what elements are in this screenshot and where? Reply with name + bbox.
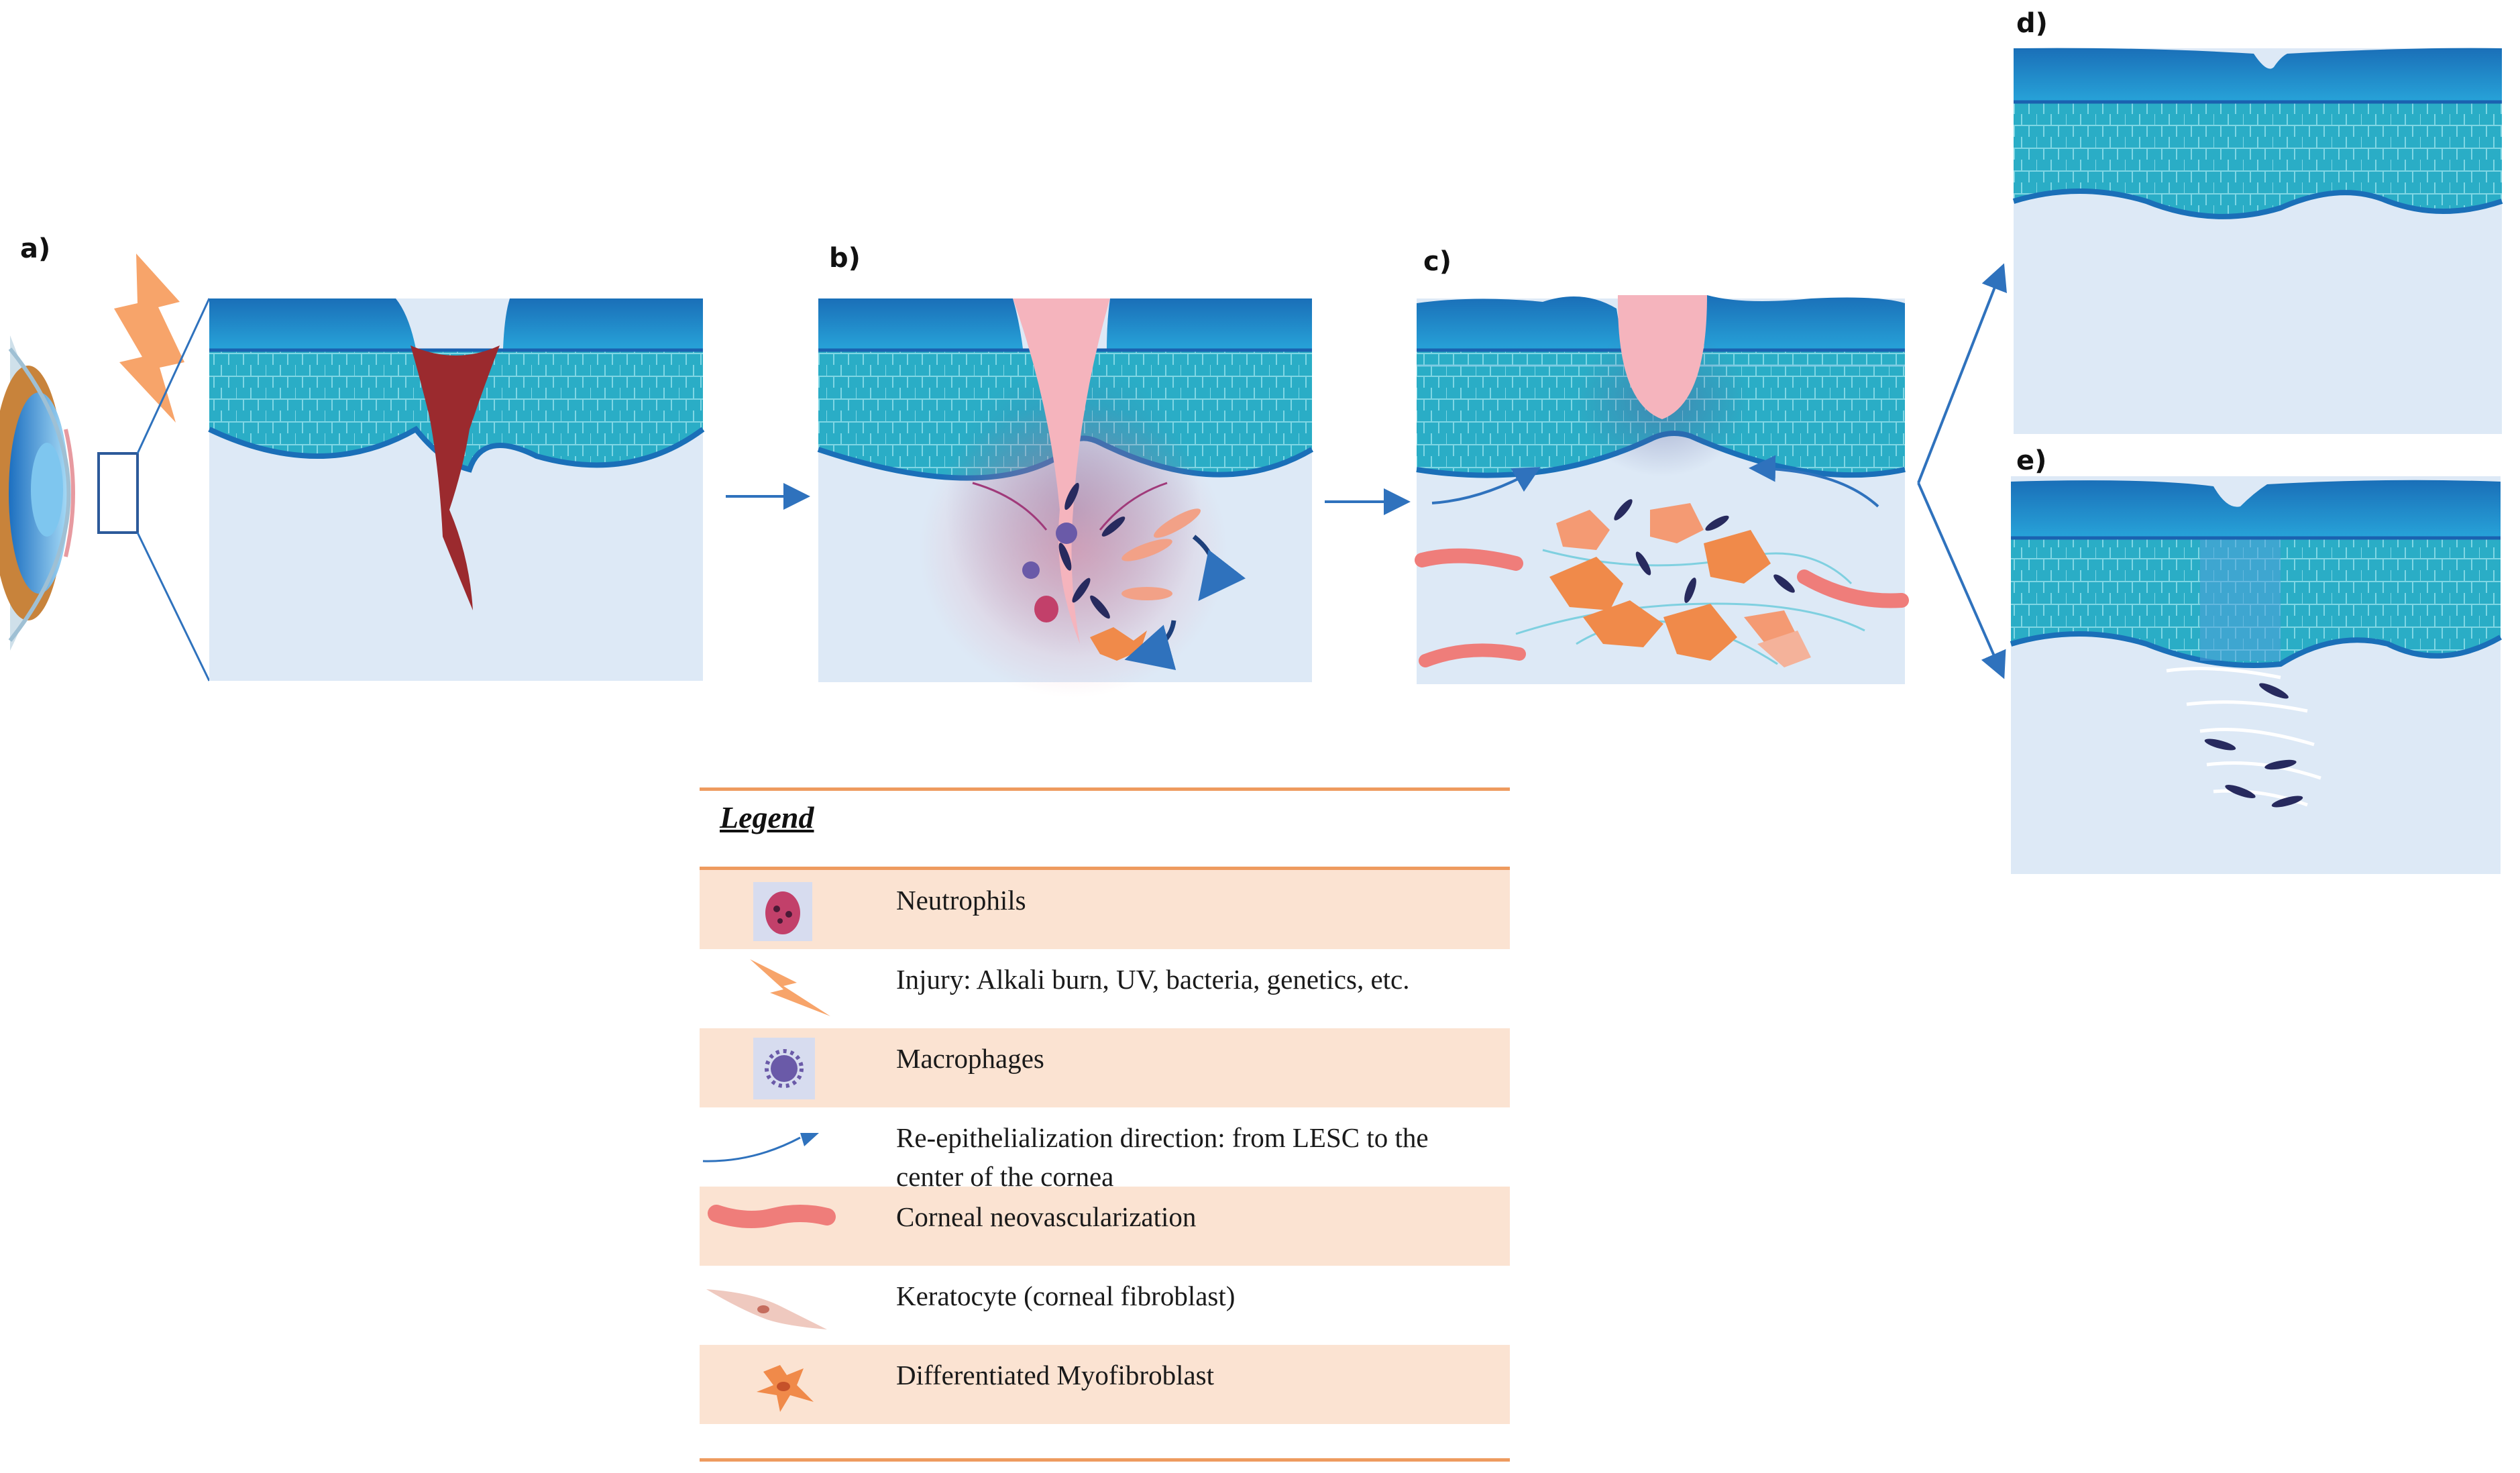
legend-row-reepithelialization: Re-epithelialization direction: from LES… <box>700 1107 1510 1192</box>
legend-row-keratocyte: Keratocyte (corneal fibroblast) <box>700 1266 1510 1345</box>
cornea-section-b <box>817 298 1314 698</box>
legend-top-rule <box>700 787 1510 791</box>
macrophage-icon <box>753 1038 815 1099</box>
reepithelialization-arrow-icon <box>702 1133 819 1162</box>
wound-crack <box>410 345 500 610</box>
panel-label-a: a) <box>20 233 51 264</box>
cornea-section-a <box>208 298 705 681</box>
legend-row-neutrophils: Neutrophils <box>700 870 1510 949</box>
legend: Legend Neutrophils Injury: Alkali burn, … <box>700 787 1510 1465</box>
cornea-section-c <box>1415 295 1909 684</box>
legend-header-rule <box>700 867 1510 870</box>
legend-row-myofibroblast: Differentiated Myofibroblast <box>700 1345 1510 1424</box>
legend-label-reepithelialization: Re-epithelialization direction: from LES… <box>896 1122 1429 1192</box>
legend-label-injury: Injury: Alkali burn, UV, bacteria, genet… <box>896 964 1410 995</box>
cornea-section-d <box>2012 48 2503 434</box>
legend-label-keratocyte: Keratocyte (corneal fibroblast) <box>896 1280 1236 1311</box>
panel-label-e: e) <box>2016 445 2047 476</box>
cornea-section-e <box>2010 476 2502 874</box>
legend-label-macrophages: Macrophages <box>896 1043 1044 1074</box>
keratocyte-icon <box>706 1289 827 1329</box>
legend-bottom-rule <box>700 1458 1510 1462</box>
panel-label-b: b) <box>829 243 861 274</box>
panel-label-c: c) <box>1423 246 1451 277</box>
legend-label-neutrophils: Neutrophils <box>896 885 1026 916</box>
legend-row-injury: Injury: Alkali burn, UV, bacteria, genet… <box>700 949 1510 1028</box>
zoom-box <box>97 452 139 534</box>
injury-lightning-icon <box>750 959 830 1016</box>
legend-title: Legend <box>720 800 814 834</box>
neovascularization-icon <box>708 1205 836 1228</box>
legend-row-macrophages: Macrophages <box>700 1028 1510 1107</box>
neutrophil-icon <box>753 882 812 941</box>
legend-label-neovascularization: Corneal neovascularization <box>896 1201 1197 1232</box>
myofibroblast-icon <box>757 1365 814 1412</box>
panel-label-d: d) <box>2016 8 2048 39</box>
legend-label-myofibroblast: Differentiated Myofibroblast <box>896 1360 1215 1390</box>
injury-lightning-icon <box>114 254 184 423</box>
eye-illustration <box>0 335 75 651</box>
legend-row-neovascularization: Corneal neovascularization <box>700 1187 1510 1266</box>
